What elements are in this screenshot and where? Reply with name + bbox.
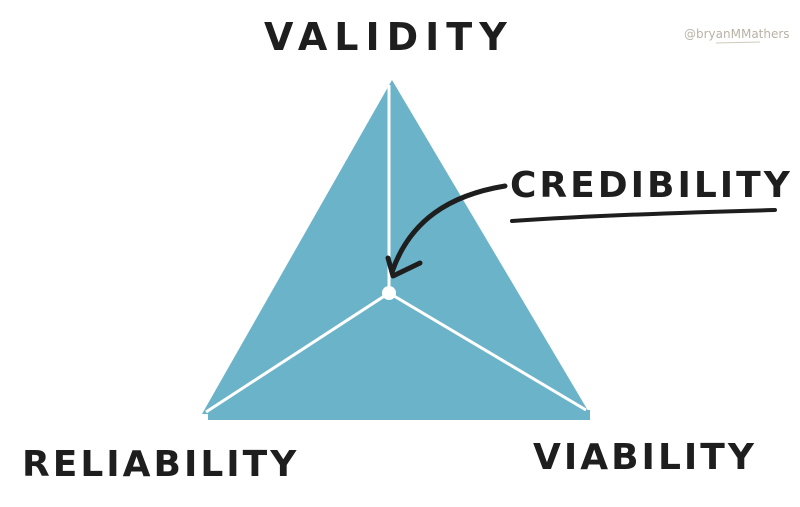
arrowhead-icon <box>385 255 423 279</box>
credit-underline <box>715 41 761 44</box>
author-credit: @bryanMMathers <box>684 27 790 41</box>
vertex-label-validity: VALIDITY <box>264 15 514 59</box>
vertex-label-viability: VIABILITY <box>533 437 757 478</box>
center-label-credibility: CREDIBILITY <box>510 165 793 206</box>
triangle-base-strip <box>208 410 590 420</box>
triangle-shape <box>202 80 590 414</box>
vertex-label-reliability: RELIABILITY <box>22 444 300 485</box>
divider-to-bottom-right <box>388 291 587 412</box>
arrow-icon <box>389 183 508 275</box>
credibility-underline <box>510 208 777 223</box>
center-node <box>382 286 396 300</box>
divider-to-bottom-left <box>205 291 390 414</box>
